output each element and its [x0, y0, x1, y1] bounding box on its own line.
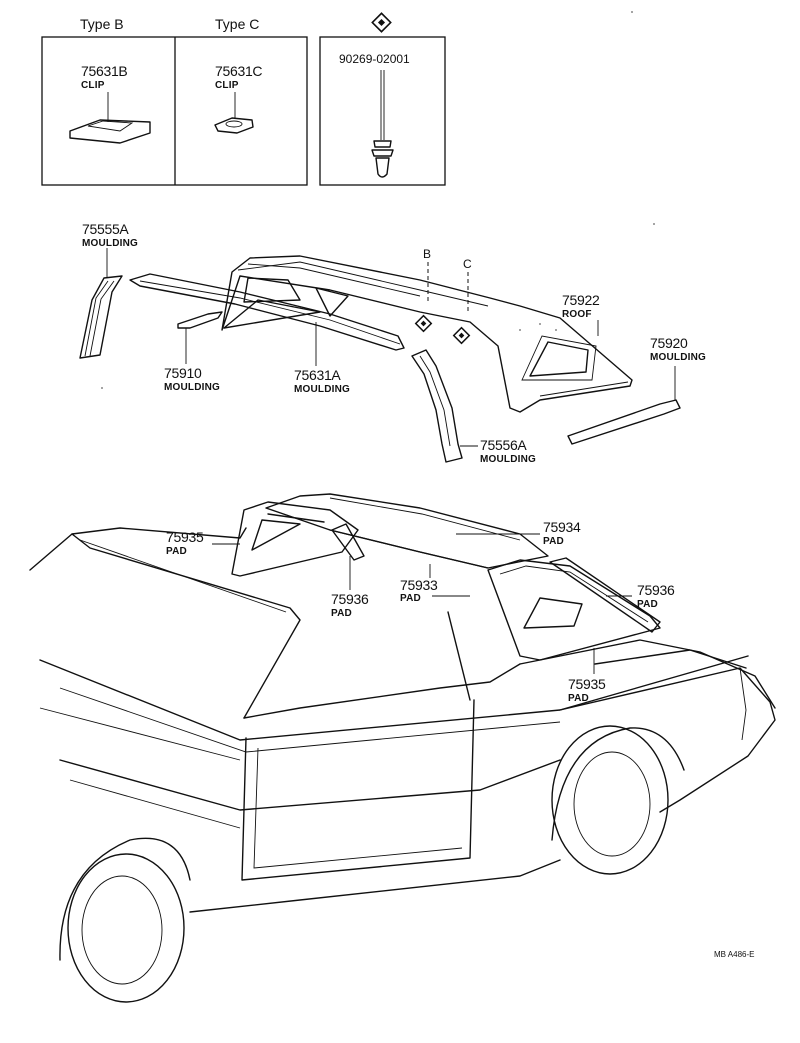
label-75934-number: 75934 — [543, 519, 581, 535]
moulding-75555a — [79, 248, 123, 359]
label-75556a-number: 75556A — [480, 437, 527, 453]
label-75922-name: ROOF — [562, 309, 592, 320]
moulding-75631a — [129, 273, 405, 366]
label-75631a-name: MOULDING — [294, 384, 350, 395]
label-75910-number: 75910 — [164, 365, 202, 381]
car-body — [29, 527, 776, 1003]
type-c-part-name: CLIP — [215, 80, 239, 91]
fastener-part-number: 90269-02001 — [339, 52, 410, 66]
section-mark-c: C — [463, 257, 472, 271]
label-75555a-number: 75555A — [82, 221, 129, 237]
footer-code: MB A486-E — [714, 950, 754, 959]
type-b-header: Type B — [80, 16, 124, 32]
inset-type-b-c: Type B Type C 75631B CLIP 75631C CLIP 90… — [41, 12, 446, 186]
moulding-75910 — [177, 311, 223, 364]
diamond-symbol-icon — [371, 12, 392, 33]
label-75935-front-number: 75935 — [166, 529, 204, 545]
label-75935-rear-number: 75935 — [568, 676, 606, 692]
moulding-75556a — [411, 349, 478, 463]
label-75935-rear-name: PAD — [568, 693, 589, 704]
section-mark-b: B — [423, 247, 431, 261]
diamond-c-icon — [452, 326, 471, 345]
label-75920-number: 75920 — [650, 335, 688, 351]
moulding-75920 — [567, 366, 681, 445]
clip-c-icon — [214, 92, 254, 134]
label-75933-name: PAD — [400, 593, 421, 604]
label-75936-left-number: 75936 — [331, 591, 369, 607]
diamond-b-icon — [414, 314, 433, 333]
label-75936-right-name: PAD — [637, 599, 658, 610]
type-b-part-number: 75631B — [81, 63, 127, 79]
roof-pads — [231, 493, 661, 661]
inset-box-fastener — [319, 36, 446, 186]
label-75631a-number: 75631A — [294, 367, 341, 383]
exploded-parts: 75555A MOULDING 75631A MOULDING 75910 MO… — [79, 221, 706, 465]
label-75934-name: PAD — [543, 536, 564, 547]
type-c-part-number: 75631C — [215, 63, 262, 79]
fastener-screw-icon — [371, 70, 394, 178]
label-75933-number: 75933 — [400, 577, 438, 593]
label-75935-front-name: PAD — [166, 546, 187, 557]
label-75922-number: 75922 — [562, 292, 600, 308]
type-b-part-name: CLIP — [81, 80, 105, 91]
label-75556a-name: MOULDING — [480, 454, 536, 465]
roof-75922 — [221, 255, 633, 413]
clip-b-icon — [69, 92, 151, 144]
label-75910-name: MOULDING — [164, 382, 220, 393]
label-75936-left-name: PAD — [331, 608, 352, 619]
label-75555a-name: MOULDING — [82, 238, 138, 249]
label-75936-right-number: 75936 — [637, 582, 675, 598]
type-c-header: Type C — [215, 16, 259, 32]
pad-leaders — [212, 533, 632, 674]
label-75920-name: MOULDING — [650, 352, 706, 363]
